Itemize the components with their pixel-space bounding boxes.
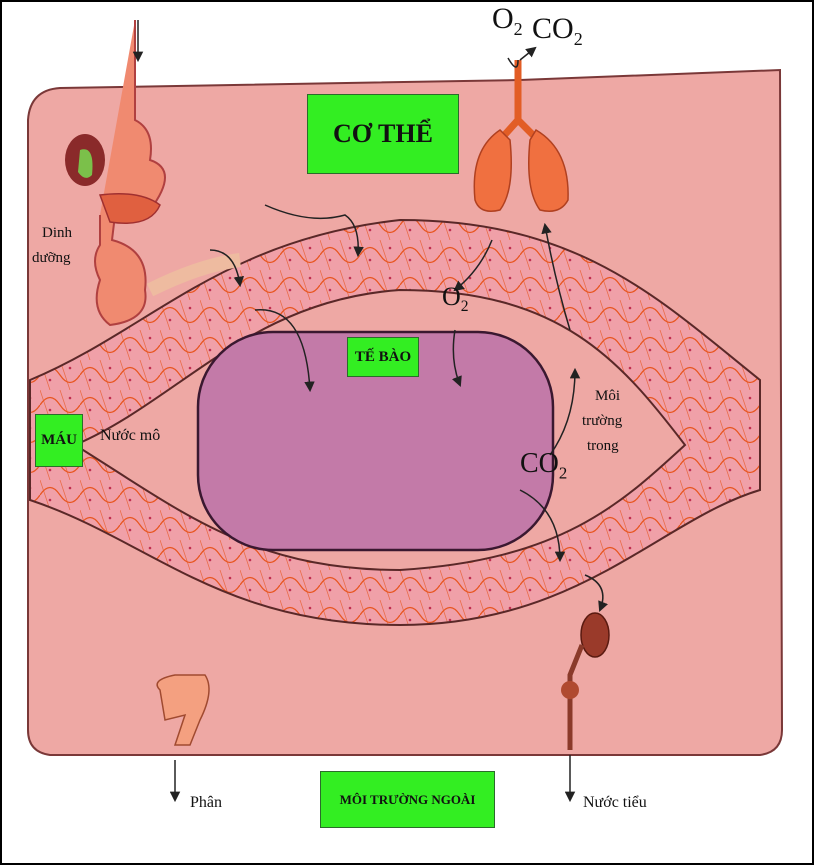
large-intestine-icon [156,674,210,746]
co2-mid-base: CO [520,448,559,479]
lungs-icon [473,60,569,212]
feces-label: Phân [190,794,222,811]
blood-vessel-ring [29,218,761,627]
co2-top-label: CO2 [532,12,583,50]
internal-environment-line2: trường [582,413,623,429]
internal-environment-line3: trong [587,438,619,454]
co2-mid-label: CO2 [520,448,567,484]
o2-mid-base: O [442,282,461,311]
o2-top-base: O [492,2,514,35]
co2-top-base: CO [532,12,574,45]
o2-mid-sub: 2 [460,298,469,316]
o2-top-sub: 2 [513,19,523,39]
o2-mid-label: O2 [442,282,469,316]
cell-shape [196,330,555,552]
o2-top-label: O2 [492,2,523,40]
nutrition-label-line2: dưỡng [32,250,71,266]
blood-label: MÁU [35,414,83,467]
external-environment-label: MÔI TRƯỜNG NGOÀI [320,771,495,828]
cell-label: TẾ BÀO [347,337,419,377]
tissue-fluid-label: Nước mô [100,427,161,444]
urine-label: Nước tiểu [583,794,647,811]
kidney-icon [561,612,610,750]
co2-top-sub: 2 [573,29,583,49]
internal-environment-line1: Môi [595,388,621,404]
co2-mid-sub: 2 [558,463,568,483]
nutrition-label-line1: Dinh [42,225,72,241]
body-label: CƠ THỂ [307,94,459,174]
